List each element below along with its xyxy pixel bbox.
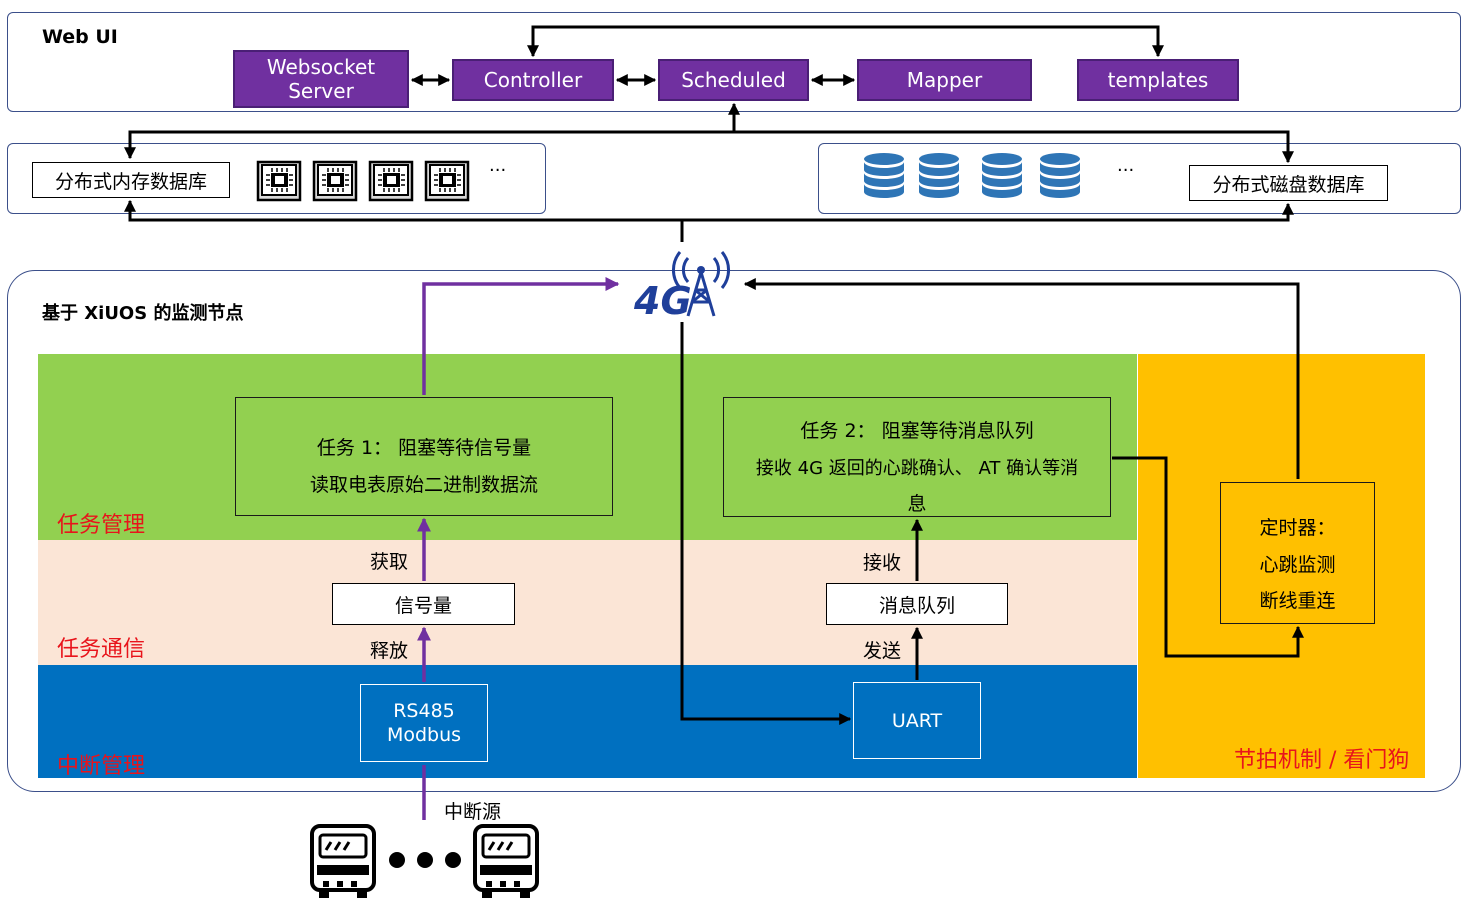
task-communication-label: 任务通信 (57, 637, 146, 662)
controller-box: Controller (452, 59, 614, 101)
timer-line2: 心跳监测 (1259, 554, 1336, 576)
rs485-label: RS485 (393, 700, 455, 722)
mapper-box: Mapper (857, 59, 1032, 101)
task2-to-timer (1112, 456, 1304, 658)
modbus-path (417, 277, 620, 820)
memory-db-text: 分布式内存数据库 (54, 170, 207, 193)
task2-box: 任务 2： 阻塞等待消息队列 接收 4G 返回的心跳确认、 AT 确认等消 息 (723, 397, 1111, 517)
timer-line3: 断线重连 (1259, 590, 1336, 612)
templates-label: templates (1107, 68, 1209, 92)
node-title: 基于 XiUOS 的监测节点 (42, 303, 244, 324)
message-queue-label: 消息队列 (878, 594, 955, 617)
receive-label: 接收 (863, 552, 902, 574)
templates-box: templates (1077, 59, 1239, 101)
timer-to-4g (743, 278, 1300, 479)
electric-meter-icon (472, 823, 540, 903)
electric-meter-icon (309, 823, 377, 903)
semaphore-box: 信号量 (332, 583, 515, 625)
interrupt-management-label: 中断管理 (57, 754, 146, 779)
memory-chip-icon (424, 158, 470, 206)
meter-dots (389, 852, 461, 868)
web-ui-title: Web UI (42, 26, 118, 48)
timer-box: 定时器： 心跳监测 断线重连 (1220, 482, 1375, 624)
controller-templates-arrow (527, 25, 1164, 58)
task-management-label: 任务管理 (57, 513, 146, 538)
scheduled-box: Scheduled (658, 59, 809, 101)
task1-to-4g (422, 277, 620, 395)
message-queue-box: 消息队列 (826, 583, 1008, 625)
task-management-band (38, 354, 1137, 540)
task2-line2: 接收 4G 返回的心跳确认、 AT 确认等消 (755, 458, 1079, 479)
tick-watchdog-label: 节拍机制 / 看门狗 (1234, 748, 1410, 773)
mapper-label: Mapper (906, 68, 983, 92)
scheduled-label: Scheduled (681, 68, 786, 92)
release-label: 释放 (370, 640, 409, 662)
websocket-server-box: Websocket Server (233, 50, 409, 108)
uart-label: UART (891, 709, 943, 732)
acquire-label: 获取 (370, 551, 409, 573)
disk-ellipsis: ··· (1117, 160, 1135, 181)
task1-line1: 任务 1： 阻塞等待信号量 (316, 437, 532, 459)
task2-line1: 任务 2： 阻塞等待消息队列 (800, 420, 1034, 442)
memory-ellipsis: ··· (489, 160, 507, 181)
tick-watchdog-band (1138, 354, 1425, 778)
timer-line1: 定时器： (1259, 517, 1336, 539)
controller-label: Controller (483, 68, 583, 92)
task2-line3: 息 (907, 493, 927, 515)
interrupt-management-band (38, 665, 1137, 778)
task1-line2: 读取电表原始二进制数据流 (309, 474, 538, 496)
4g-tower-icon: 4G (633, 251, 730, 323)
storage-bus (124, 130, 1294, 164)
web-ui-links (124, 25, 1304, 725)
storage-lower-bus (124, 199, 1294, 222)
4g-text: 4G (633, 279, 692, 323)
websocket-server-label: Websocket Server (266, 55, 376, 103)
rs485-modbus-box: RS485 Modbus (360, 684, 488, 762)
disk-db-text: 分布式磁盘数据库 (1212, 173, 1365, 196)
task1-box: 任务 1： 阻塞等待信号量 读取电表原始二进制数据流 (235, 397, 613, 516)
interrupt-source-label: 中断源 (444, 801, 502, 823)
semaphore-label: 信号量 (394, 594, 452, 617)
uart-box: UART (853, 682, 981, 759)
modbus-label: Modbus (386, 724, 462, 746)
memory-db-label: 分布式内存数据库 (32, 162, 230, 198)
4g-to-uart (680, 322, 852, 725)
send-label: 发送 (863, 640, 902, 662)
